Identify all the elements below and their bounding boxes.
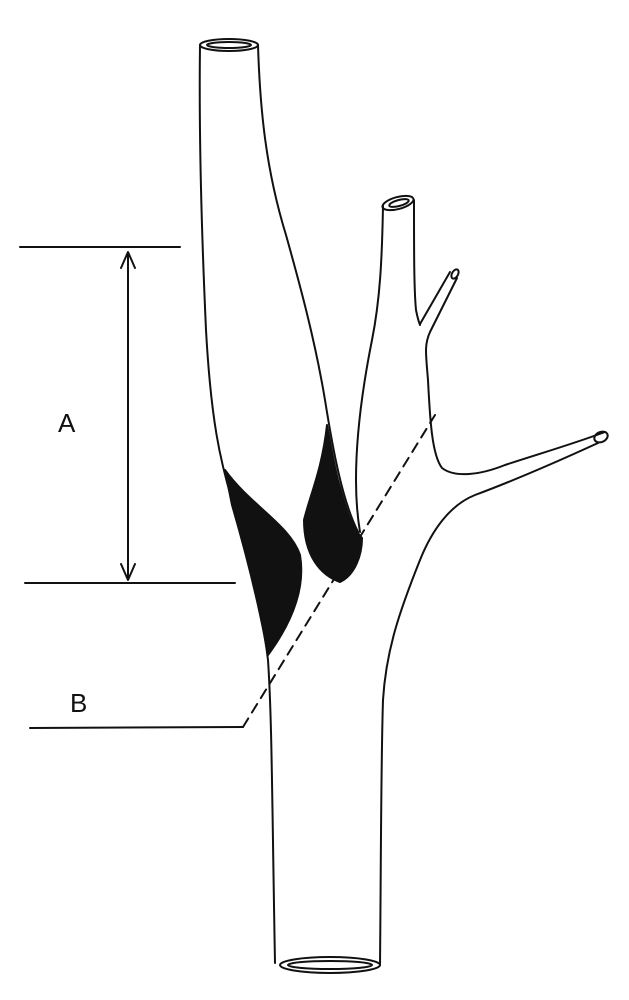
plaque-left	[224, 469, 303, 656]
trunk-right-wall	[379, 442, 599, 966]
level-line-b	[29, 726, 244, 729]
main-vessel-top-inner	[206, 41, 252, 49]
arrow-head-down	[120, 563, 136, 581]
side-branch-upper-wall	[425, 277, 606, 476]
side-branch-opening	[593, 430, 609, 444]
middle-vessel	[355, 194, 421, 533]
side-branch	[419, 268, 609, 476]
arrow-head-up	[120, 251, 136, 269]
middle-vessel-opening	[381, 194, 415, 212]
trunk-bottom-inner	[287, 960, 373, 970]
middle-vessel-right-wall	[413, 199, 421, 326]
plaque-right	[303, 424, 363, 583]
label-a: A	[58, 408, 76, 438]
middle-vessel-inner	[388, 198, 410, 208]
small-branch-wall	[419, 271, 451, 325]
small-branch-opening	[450, 268, 460, 280]
main-vessel-right-wall	[257, 44, 359, 533]
common-trunk	[279, 442, 599, 974]
main-vessel-top-opening	[199, 38, 259, 52]
label-b: B	[70, 688, 88, 718]
bifurcation-dashed-line	[242, 414, 436, 728]
middle-vessel-left-wall	[355, 205, 384, 533]
trunk-bottom-opening	[279, 956, 381, 974]
